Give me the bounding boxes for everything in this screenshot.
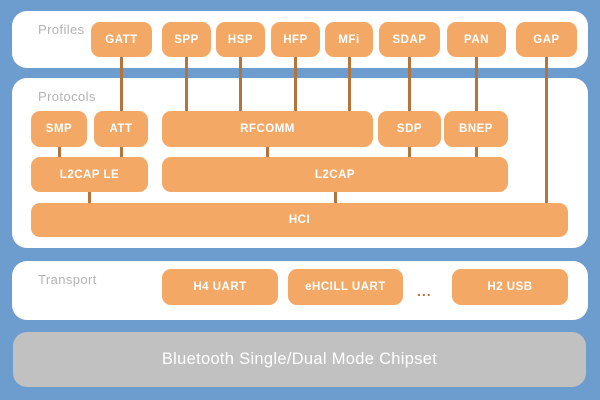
profile-box-sdap: SDAP — [379, 22, 440, 57]
protocol-box-bnep: BNEP — [444, 111, 508, 147]
connector-gap-hci — [545, 55, 548, 205]
protocol-box-hci: HCI — [31, 203, 568, 237]
profile-box-hfp: HFP — [271, 22, 320, 57]
transport-box-h4-uart: H4 UART — [162, 269, 278, 305]
transport-ellipsis: ... — [417, 283, 432, 299]
protocol-box-rfcomm: RFCOMM — [162, 111, 373, 147]
connector-hfp-rfcomm — [294, 55, 297, 113]
profile-box-gap: GAP — [516, 22, 577, 57]
connector-spp-rfcomm — [185, 55, 188, 113]
protocol-box-sdp: SDP — [378, 111, 441, 147]
connector-l2caple-hci — [88, 190, 91, 205]
profile-box-pan: PAN — [447, 22, 506, 57]
profile-box-spp: SPP — [162, 22, 211, 57]
connector-pan-bnep — [475, 55, 478, 113]
connector-sdap-sdp — [408, 55, 411, 113]
profiles-panel-label: Profiles — [38, 22, 85, 37]
profile-box-hsp: HSP — [216, 22, 265, 57]
chipset-bar: Bluetooth Single/Dual Mode Chipset — [13, 332, 586, 387]
connector-att-l2caple — [120, 145, 123, 159]
connector-sdp-l2cap — [408, 145, 411, 159]
protocol-box-l2cap: L2CAP — [162, 157, 508, 192]
connector-bnep-l2cap — [475, 145, 478, 159]
transport-box-h2-usb: H2 USB — [452, 269, 568, 305]
transport-panel-label: Transport — [38, 272, 97, 287]
protocol-box-smp: SMP — [31, 111, 87, 147]
connector-smp-l2caple — [58, 145, 61, 159]
connector-mfi-rfcomm — [348, 55, 351, 113]
connector-hsp-rfcomm — [239, 55, 242, 113]
connector-gatt-att — [120, 55, 123, 113]
connector-rfcomm-l2cap — [266, 145, 269, 159]
connector-l2cap-hci — [334, 190, 337, 205]
protocol-box-att: ATT — [94, 111, 148, 147]
protocols-panel-label: Protocols — [38, 89, 96, 104]
protocol-box-l2cap-le: L2CAP LE — [31, 157, 148, 192]
profile-box-mfi: MFi — [325, 22, 373, 57]
transport-box-ehcill-uart: eHCILL UART — [288, 269, 403, 305]
profile-box-gatt: GATT — [91, 22, 152, 57]
